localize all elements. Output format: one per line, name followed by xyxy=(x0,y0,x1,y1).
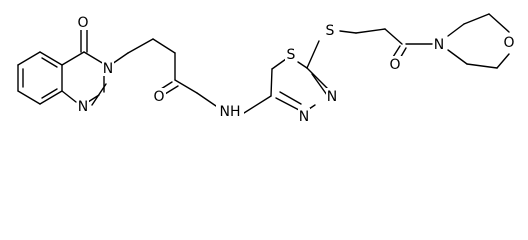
bond xyxy=(339,30,357,34)
bond xyxy=(61,90,77,103)
atom-label-o: O xyxy=(77,15,88,31)
atom-s-thioether: S xyxy=(324,22,336,39)
atom-label-o: O xyxy=(503,35,514,51)
atom-o-morpholine: O xyxy=(503,33,516,51)
bond xyxy=(355,28,386,34)
bond xyxy=(447,49,468,65)
atom-n-thiadiazole-3: N xyxy=(326,88,338,105)
bond xyxy=(311,73,328,96)
bond xyxy=(466,63,498,69)
bond xyxy=(384,28,403,45)
bond xyxy=(152,38,176,54)
atom-label-nh: NH xyxy=(220,104,241,120)
atom-n-quinazoline-1: N xyxy=(77,98,89,115)
atom-label-n: N xyxy=(327,89,337,105)
bond xyxy=(496,53,510,69)
atom-label-n: N xyxy=(299,109,309,125)
bond xyxy=(271,58,287,70)
bond xyxy=(297,61,308,69)
bond xyxy=(488,13,510,33)
bond xyxy=(463,13,490,25)
bond xyxy=(392,45,401,58)
atom-s-thiadiazole: S xyxy=(285,46,297,63)
bond xyxy=(270,68,273,97)
bond xyxy=(41,57,58,68)
bond xyxy=(39,51,63,66)
atom-n-quinazoline-3: N xyxy=(102,60,114,77)
atom-label-s: S xyxy=(326,23,335,39)
bond xyxy=(91,83,107,106)
atom-o-ketone: O xyxy=(77,14,90,31)
atom-label-n: N xyxy=(103,61,113,77)
atom-n-morpholine: N xyxy=(433,36,446,53)
atom-o-acyl: O xyxy=(389,56,402,73)
bond xyxy=(279,91,302,105)
bond-layer xyxy=(17,13,510,114)
bond xyxy=(243,95,272,114)
bond xyxy=(39,90,63,105)
atom-label-s: S xyxy=(287,47,296,63)
bond xyxy=(41,88,58,99)
bond xyxy=(306,40,320,69)
molecule-drawing: O N N O NH S N N xyxy=(17,13,516,125)
bond xyxy=(17,51,41,66)
bond xyxy=(111,52,129,65)
atom-n-thiadiazole-4: N xyxy=(298,108,310,125)
bond xyxy=(83,51,105,65)
bond xyxy=(275,97,300,111)
bond xyxy=(160,81,173,90)
atom-label-o: O xyxy=(153,89,164,105)
bond xyxy=(447,23,465,37)
bond xyxy=(174,79,198,94)
atom-label-o: O xyxy=(389,57,400,73)
atom-label-layer: O N N O NH S N N xyxy=(77,14,516,125)
atom-label-n: N xyxy=(78,99,88,115)
bond xyxy=(127,38,154,54)
structure-diagram: O N N O NH S N N xyxy=(17,13,516,125)
bond xyxy=(61,51,85,66)
atom-label-n: N xyxy=(434,37,444,53)
bond xyxy=(17,90,41,105)
atom-nh-amide: NH xyxy=(216,103,244,120)
atom-o-amide: O xyxy=(153,88,166,105)
bond xyxy=(306,67,330,91)
bond xyxy=(164,85,179,95)
bond xyxy=(196,92,217,107)
